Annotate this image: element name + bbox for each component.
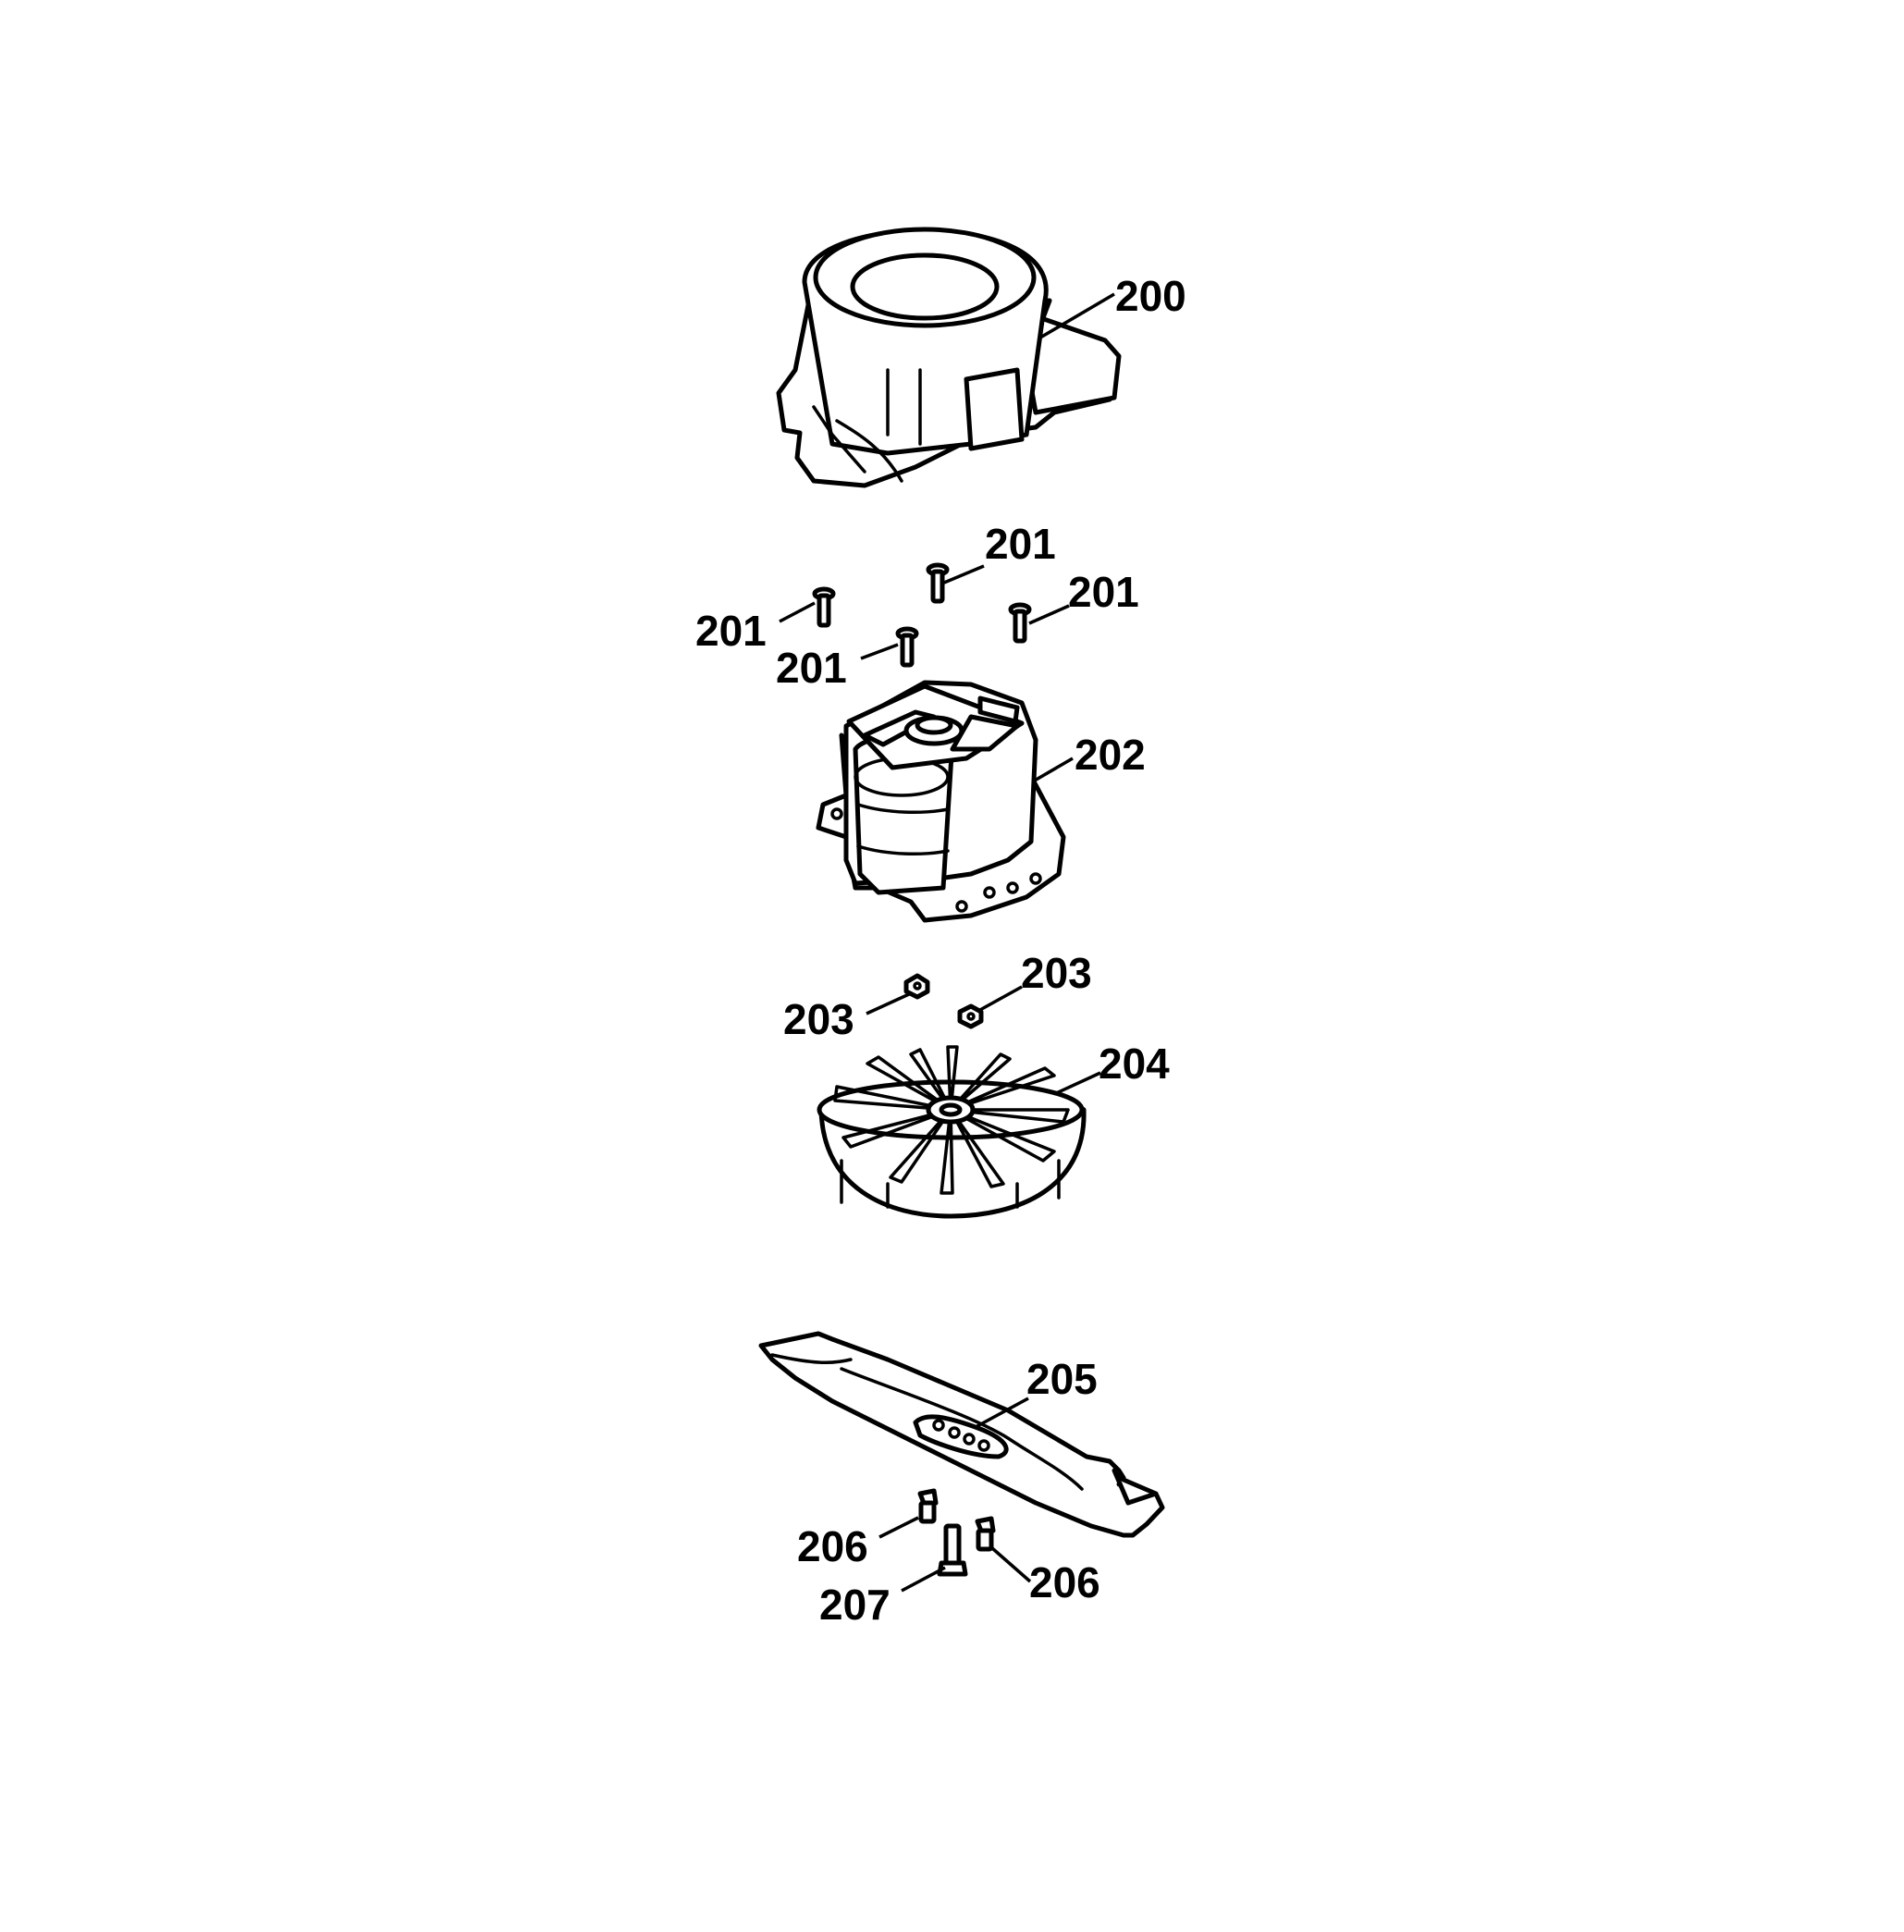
callout-203: 203 xyxy=(783,995,854,1043)
long-bolt-part xyxy=(937,1523,968,1577)
leader-203-left xyxy=(866,992,910,1015)
callout-200: 200 xyxy=(1115,272,1186,320)
leader-206-right xyxy=(990,1546,1032,1583)
leader-201-left xyxy=(779,601,816,623)
callout-205: 205 xyxy=(1026,1355,1098,1403)
callout-203: 203 xyxy=(1021,949,1092,997)
leader-206-left xyxy=(878,1516,919,1539)
bolt-part xyxy=(975,1516,996,1552)
leader-207 xyxy=(901,1566,946,1593)
callout-201: 201 xyxy=(695,607,767,655)
nut-part xyxy=(957,1003,984,1029)
callout-201: 201 xyxy=(985,520,1056,568)
leader-201-top xyxy=(943,564,985,585)
leader-205 xyxy=(975,1397,1029,1429)
screw-part xyxy=(1008,602,1032,644)
leader-201-right xyxy=(1028,604,1070,625)
callout-202: 202 xyxy=(1075,731,1146,779)
motor-part xyxy=(816,680,1066,923)
fan-part xyxy=(817,1045,1087,1219)
bolt-part xyxy=(917,1488,939,1524)
screw-part xyxy=(895,626,919,668)
leader-204 xyxy=(1053,1071,1101,1096)
callout-201: 201 xyxy=(776,644,847,692)
leader-lines xyxy=(779,292,1115,1593)
blade-part xyxy=(758,1331,1165,1538)
screw-part xyxy=(812,586,836,628)
leader-201-middle xyxy=(860,643,899,660)
callout-labels: 200 201 201 201 201 202 203 203 204 205 … xyxy=(695,272,1186,1629)
callout-206: 206 xyxy=(1029,1558,1100,1606)
screw-part xyxy=(926,562,950,604)
callout-206: 206 xyxy=(797,1522,868,1570)
motor-cover-part xyxy=(776,227,1122,488)
leader-200 xyxy=(1039,292,1115,339)
nut-part xyxy=(903,973,930,1000)
callout-204: 204 xyxy=(1099,1040,1170,1088)
callout-207: 207 xyxy=(819,1581,891,1629)
callout-201: 201 xyxy=(1068,568,1139,616)
leader-202 xyxy=(1032,757,1074,783)
leader-203-right xyxy=(977,985,1023,1013)
